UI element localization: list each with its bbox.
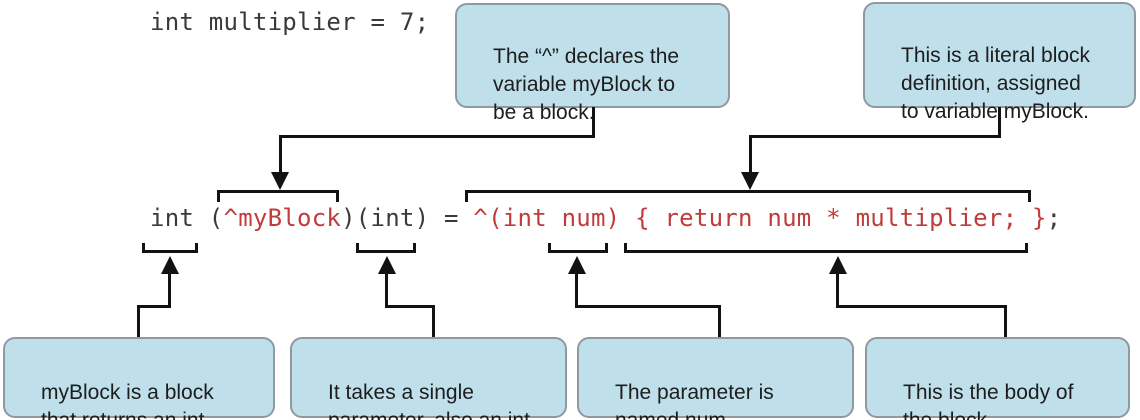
bracket-bottom-body xyxy=(624,243,1028,253)
callout-body-of-block: This is the body of the block. xyxy=(865,337,1130,420)
down-arrowhead-icon xyxy=(741,172,759,190)
code-seg-block-literal: ^(int num) { return num * multiplier; } xyxy=(473,204,1047,232)
bracket-top-myblock xyxy=(217,190,339,202)
callout-single-param-text: It takes a single parameter, also an int… xyxy=(328,381,536,420)
callout-param-named-num: The parameter is named num. xyxy=(577,337,854,420)
code-seg-return-type: int ( xyxy=(150,204,224,232)
bracket-top-block-literal xyxy=(465,190,1031,202)
callout-declare-caret: The “^” declares the variable myBlock to… xyxy=(455,3,730,124)
up-arrowhead-icon xyxy=(568,256,586,274)
bracket-bottom-param-int xyxy=(356,243,416,253)
callout-literal-block: This is a literal block definition, assi… xyxy=(863,2,1136,123)
callout-param-named-num-text: The parameter is named num. xyxy=(615,381,774,420)
callout-returns-int-text: myBlock is a block that returns an int. xyxy=(41,381,214,420)
declaration-code: int multiplier = 7; xyxy=(150,8,430,36)
up-arrowhead-icon xyxy=(378,256,396,274)
up-arrowhead-icon xyxy=(829,256,847,274)
code-line: int (^myBlock)(int) = ^(int num) { retur… xyxy=(150,204,1061,232)
up-arrowhead-icon xyxy=(161,256,179,274)
callout-literal-block-text: This is a literal block definition, assi… xyxy=(901,44,1091,123)
callout-returns-int: myBlock is a block that returns an int. xyxy=(3,337,275,420)
code-seg-param-types: )(int) = xyxy=(341,204,474,232)
code-seg-block-variable: ^myBlock xyxy=(223,204,342,232)
down-arrowhead-icon xyxy=(271,172,289,190)
bracket-bottom-num xyxy=(548,243,608,253)
bracket-bottom-return-int xyxy=(142,243,198,253)
callout-body-of-block-text: This is the body of the block. xyxy=(903,381,1074,420)
code-seg-semicolon: ; xyxy=(1046,204,1062,232)
callout-single-param: It takes a single parameter, also an int… xyxy=(290,337,567,420)
callout-declare-caret-text: The “^” declares the variable myBlock to… xyxy=(493,45,680,124)
